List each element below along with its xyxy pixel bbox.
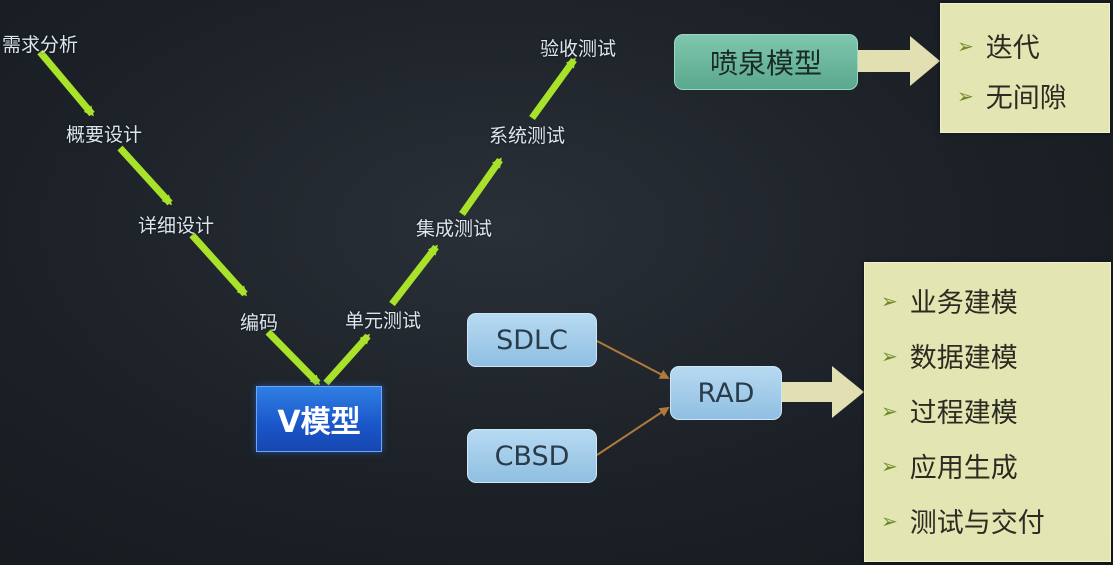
arrow-bullet-icon: ➢	[881, 343, 898, 368]
rad-phase-item: ➢ 过程建模	[881, 391, 1018, 430]
fountain-feature-seamless: ➢ 无间隙	[957, 76, 1067, 115]
rad-phase-label: 业务建模	[909, 288, 1018, 319]
v-model-box: V模型	[256, 386, 382, 452]
rad-phases-panel: ➢ 业务建模 ➢ 数据建模 ➢ 过程建模 ➢ 应用生成 ➢ 测试与交付	[864, 262, 1111, 562]
arrow-bullet-icon: ➢	[957, 83, 974, 108]
rad-label: RAD	[697, 377, 755, 409]
sdlc-label: SDLC	[496, 324, 568, 356]
rad-phase-label: 过程建模	[909, 398, 1018, 429]
v-stage-acceptance-test: 验收测试	[540, 38, 617, 60]
v-stage-system-test: 系统测试	[489, 125, 566, 147]
rad-phase-label: 应用生成	[909, 453, 1018, 484]
arrow-bullet-icon: ➢	[957, 33, 974, 58]
cbsd-to-rad-arrow	[596, 406, 670, 456]
fountain-feature-label: 无间隙	[985, 83, 1067, 114]
fountain-features-panel: ➢ 迭代 ➢ 无间隙	[940, 3, 1110, 133]
cbsd-box: CBSD	[467, 429, 597, 483]
v-stage-detailed-design: 详细设计	[138, 215, 215, 237]
sdlc-box: SDLC	[467, 313, 597, 367]
fountain-feature-iteration: ➢ 迭代	[957, 26, 1040, 65]
v-arrow-8	[529, 57, 577, 121]
v-arrow-7	[459, 157, 503, 217]
fountain-model-box: 喷泉模型	[674, 34, 858, 90]
v-arrow-3	[189, 232, 248, 297]
rad-phase-label: 数据建模	[909, 343, 1018, 374]
arrow-bullet-icon: ➢	[881, 453, 898, 478]
arrow-bullet-icon: ➢	[881, 508, 898, 533]
v-arrow-4	[265, 329, 321, 386]
rad-block-arrow	[781, 366, 864, 418]
fountain-block-arrow	[858, 36, 940, 86]
v-stage-requirements: 需求分析	[2, 34, 79, 56]
v-arrow-5	[323, 333, 371, 386]
v-stage-coding: 编码	[240, 312, 279, 334]
cbsd-label: CBSD	[494, 440, 570, 472]
fountain-feature-label: 迭代	[985, 33, 1040, 64]
v-arrow-2	[117, 145, 173, 206]
v-stage-unit-test: 单元测试	[345, 310, 422, 332]
rad-phase-label: 测试与交付	[909, 508, 1045, 539]
fountain-model-label: 喷泉模型	[709, 47, 822, 80]
rad-phase-item: ➢ 数据建模	[881, 336, 1018, 375]
rad-phase-item: ➢ 业务建模	[881, 281, 1018, 320]
arrow-bullet-icon: ➢	[881, 398, 898, 423]
v-model-label: V模型	[277, 405, 361, 440]
rad-box: RAD	[670, 366, 782, 420]
v-stage-high-level-design: 概要设计	[66, 124, 143, 146]
rad-phase-item: ➢ 应用生成	[881, 446, 1018, 485]
rad-phase-item: ➢ 测试与交付	[881, 501, 1045, 540]
v-arrow-6	[389, 244, 439, 307]
v-stage-integration-test: 集成测试	[416, 218, 493, 240]
v-arrow-1	[37, 49, 95, 117]
arrow-bullet-icon: ➢	[881, 288, 898, 313]
sdlc-to-rad-arrow	[596, 340, 670, 379]
